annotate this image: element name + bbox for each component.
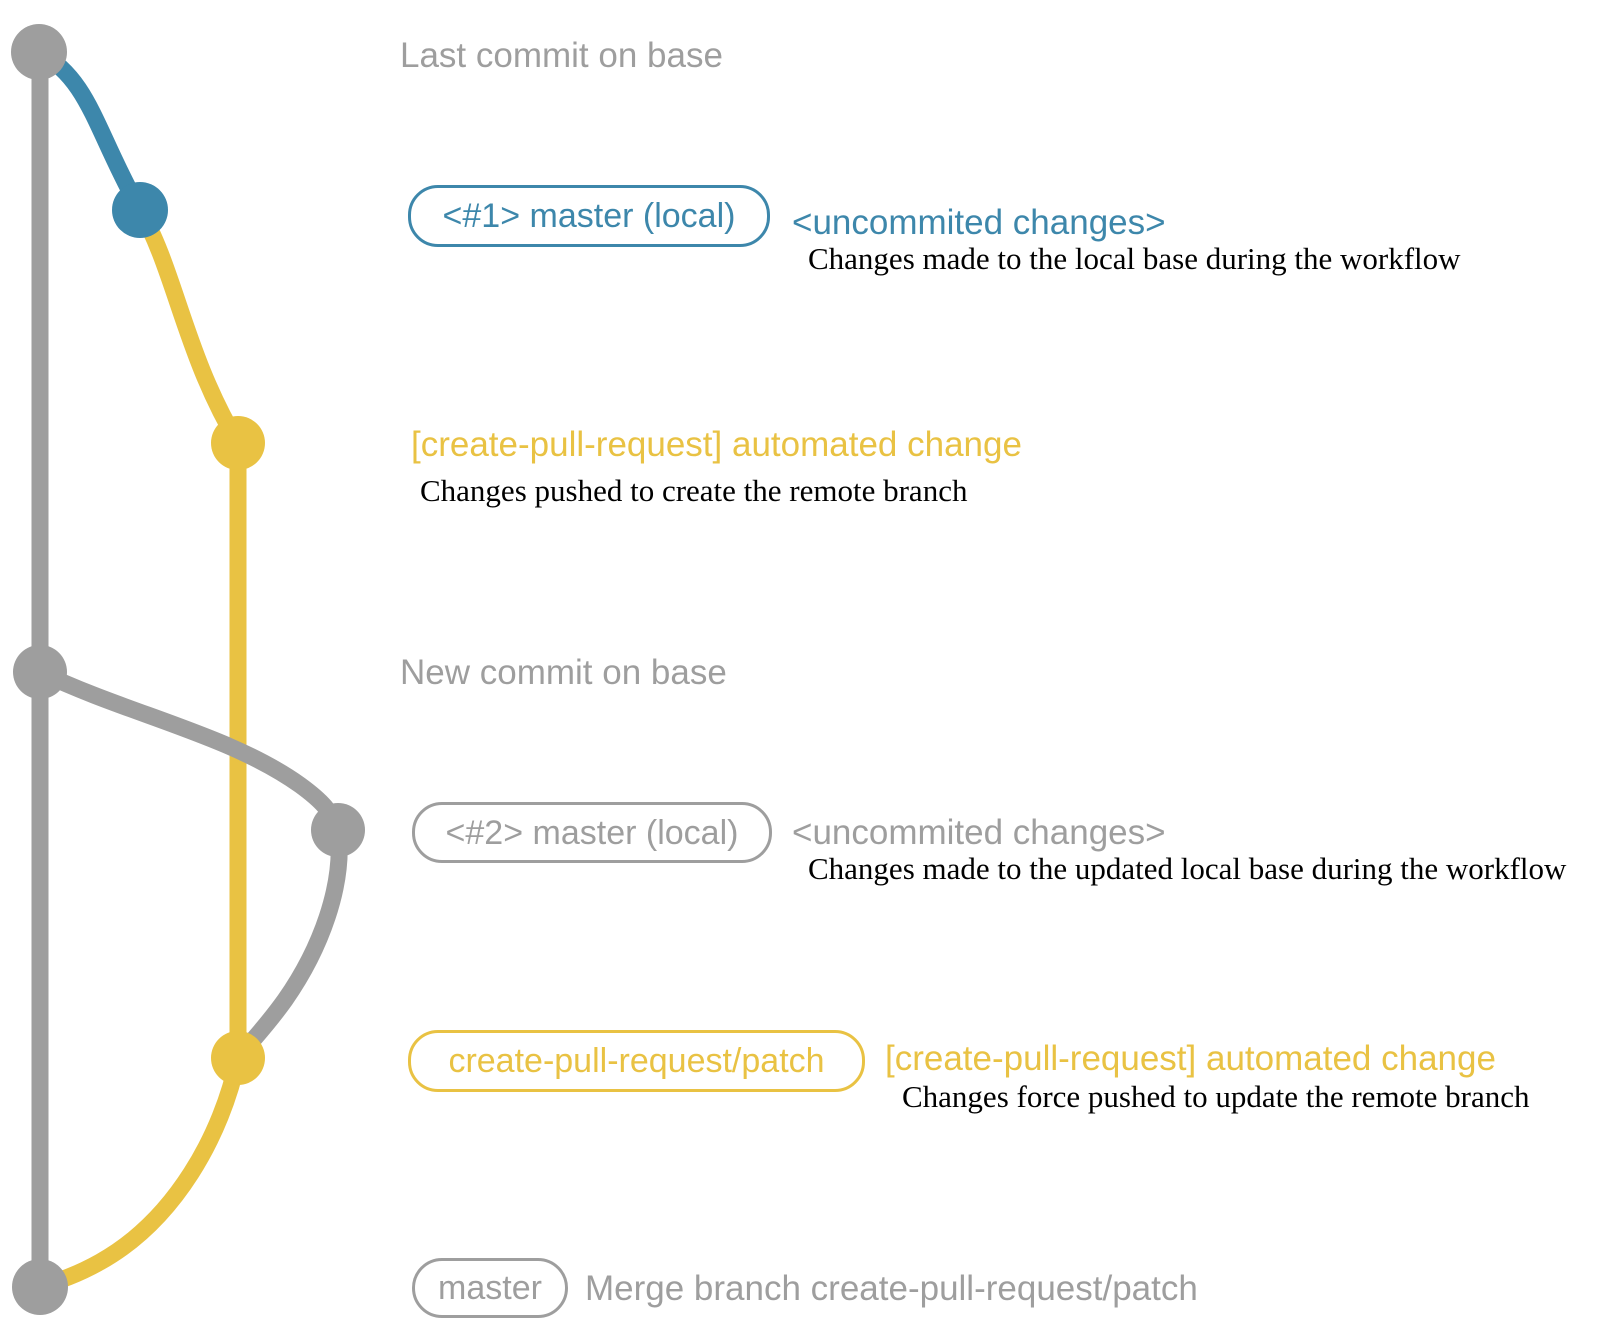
badge-patch-branch: create-pull-request/patch (408, 1030, 865, 1092)
desc-force-push-remote-branch: Changes force pushed to update the remot… (902, 1079, 1530, 1114)
git-graph (11, 24, 365, 1315)
label-automated-change-1: [create-pull-request] automated change (411, 425, 1022, 464)
badge-master-local-2-label: <#2> master (local) (445, 813, 739, 852)
badge-master-label: master (438, 1269, 542, 1307)
label-uncommitted-changes-1: <uncommited changes> (792, 203, 1166, 242)
commit-dot-merge (12, 1259, 68, 1315)
base-update-curve (31, 663, 347, 839)
desc-local-changes-2: Changes made to the updated local base d… (808, 851, 1567, 886)
local-branch-2-curve (229, 821, 348, 1067)
commit-dot-patch-2 (211, 1031, 265, 1085)
commit-dot-local-1 (112, 182, 168, 238)
label-automated-change-2: [create-pull-request] automated change (885, 1039, 1496, 1078)
label-merge-branch: Merge branch create-pull-request/patch (585, 1269, 1198, 1308)
badge-master-local-2: <#2> master (local) (412, 802, 772, 863)
label-last-commit-on-base: Last commit on base (400, 36, 723, 75)
commit-dot-new-base (13, 645, 67, 699)
commit-dot-patch-1 (211, 416, 265, 470)
desc-local-changes-1: Changes made to the local base during th… (808, 241, 1461, 276)
commit-dot-last-base (11, 24, 67, 80)
local-branch-1-curve (30, 43, 149, 219)
patch-branch-curve (131, 201, 247, 452)
badge-patch-branch-label: create-pull-request/patch (448, 1042, 825, 1080)
badge-master: master (412, 1258, 568, 1318)
desc-push-remote-branch: Changes pushed to create the remote bran… (420, 473, 968, 508)
commit-dot-local-2 (311, 803, 365, 857)
label-uncommitted-changes-2: <uncommited changes> (792, 813, 1166, 852)
badge-master-local-1: <#1> master (local) (408, 185, 770, 247)
badge-master-local-1-label: <#1> master (local) (442, 197, 736, 235)
label-new-commit-on-base: New commit on base (400, 653, 727, 692)
merge-curve (31, 1049, 247, 1296)
